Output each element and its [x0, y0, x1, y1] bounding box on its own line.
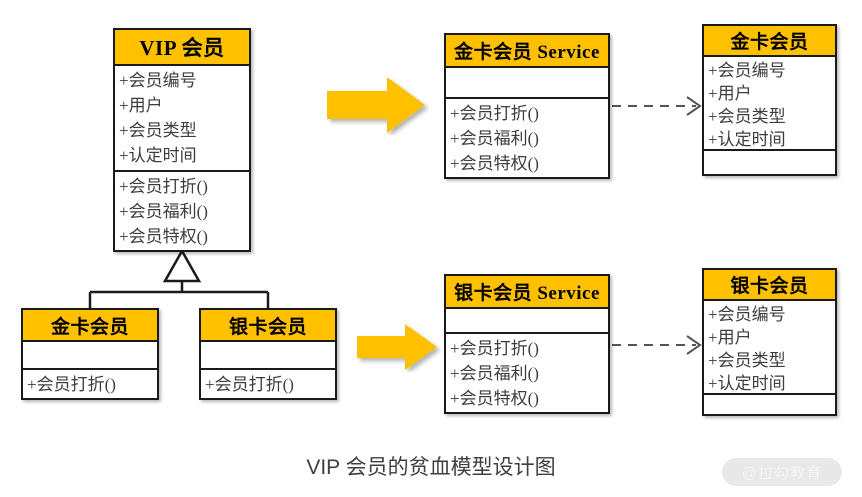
attribute-row: +用户: [119, 96, 163, 115]
class-box-vip[interactable]: VIP 会员 +会员编号 +用户 +会员类型 +认定时间 +会员打折() +会员…: [113, 28, 251, 252]
class-methods-gold-sub: +会员打折(): [23, 368, 157, 400]
method-row: +会员打折(): [450, 104, 539, 123]
transform-block-arrow-bottom: [357, 324, 437, 370]
method-row: +会员打折(): [205, 375, 294, 394]
method-row: +会员打折(): [450, 339, 539, 358]
class-attributes-vip: +会员编号 +用户 +会员类型 +认定时间: [115, 66, 249, 170]
attribute-row: +会员类型: [708, 107, 786, 126]
class-title-silver-entity: 银卡会员: [704, 270, 835, 301]
class-attributes-silver-service: [446, 309, 608, 332]
class-box-gold-entity[interactable]: 金卡会员 +会员编号 +用户 +会员类型 +认定时间: [702, 24, 837, 176]
class-box-silver-service[interactable]: 银卡会员 Service +会员打折() +会员福利() +会员特权(): [444, 274, 610, 414]
method-row: +会员福利(): [450, 364, 539, 383]
attribute-row: +用户: [708, 84, 752, 103]
class-methods-silver-sub: +会员打折(): [201, 368, 335, 400]
method-row: +会员特权(): [119, 227, 208, 246]
class-box-silver-sub[interactable]: 银卡会员 +会员打折(): [199, 308, 337, 400]
dependency-arrowhead-gold: [686, 96, 702, 116]
method-row: +会员福利(): [119, 202, 208, 221]
attribute-row: +认定时间: [708, 130, 786, 149]
class-methods-silver-service: +会员打折() +会员福利() +会员特权(): [446, 332, 608, 412]
dependency-arrowhead-silver: [686, 335, 702, 355]
attribute-row: +会员编号: [708, 61, 786, 80]
class-box-gold-sub[interactable]: 金卡会员 +会员打折(): [21, 308, 159, 400]
attribute-row: +会员编号: [708, 305, 786, 324]
generalization-triangle: [162, 248, 202, 283]
class-title-silver-service: 银卡会员 Service: [446, 276, 608, 309]
class-methods-vip: +会员打折() +会员福利() +会员特权(): [115, 170, 249, 250]
attribute-row: +会员编号: [119, 71, 197, 90]
class-attributes-silver-sub: [201, 342, 335, 368]
method-row: +会员打折(): [119, 177, 208, 196]
attribute-row: +用户: [708, 328, 752, 347]
class-attributes-silver-entity: +会员编号 +用户 +会员类型 +认定时间: [704, 301, 835, 393]
attribute-row: +会员类型: [119, 121, 197, 140]
attribute-row: +会员类型: [708, 351, 786, 370]
class-title-gold-entity: 金卡会员: [704, 26, 835, 57]
class-box-gold-service[interactable]: 金卡会员 Service +会员打折() +会员福利() +会员特权(): [444, 33, 610, 179]
method-row: +会员打折(): [27, 375, 116, 394]
class-title-vip: VIP 会员: [115, 30, 249, 66]
class-attributes-gold-service: [446, 68, 608, 97]
attribute-row: +认定时间: [708, 374, 786, 393]
attribute-row: +认定时间: [119, 146, 197, 165]
transform-block-arrow-top: [327, 77, 425, 133]
diagram-caption: VIP 会员的贫血模型设计图: [306, 456, 556, 479]
class-title-gold-sub: 金卡会员: [23, 310, 157, 342]
method-row: +会员特权(): [450, 389, 539, 408]
class-title-silver-sub: 银卡会员: [201, 310, 335, 342]
class-attributes-gold-sub: [23, 342, 157, 368]
class-title-gold-service: 金卡会员 Service: [446, 35, 608, 68]
method-row: +会员特权(): [450, 154, 539, 173]
method-row: +会员福利(): [450, 129, 539, 148]
class-methods-silver-entity: [704, 393, 835, 414]
class-methods-gold-entity: [704, 149, 835, 174]
class-methods-gold-service: +会员打折() +会员福利() +会员特权(): [446, 97, 608, 177]
class-attributes-gold-entity: +会员编号 +用户 +会员类型 +认定时间: [704, 57, 835, 149]
class-box-silver-entity[interactable]: 银卡会员 +会员编号 +用户 +会员类型 +认定时间: [702, 268, 837, 416]
watermark-badge: @拉勾教育: [722, 458, 842, 486]
